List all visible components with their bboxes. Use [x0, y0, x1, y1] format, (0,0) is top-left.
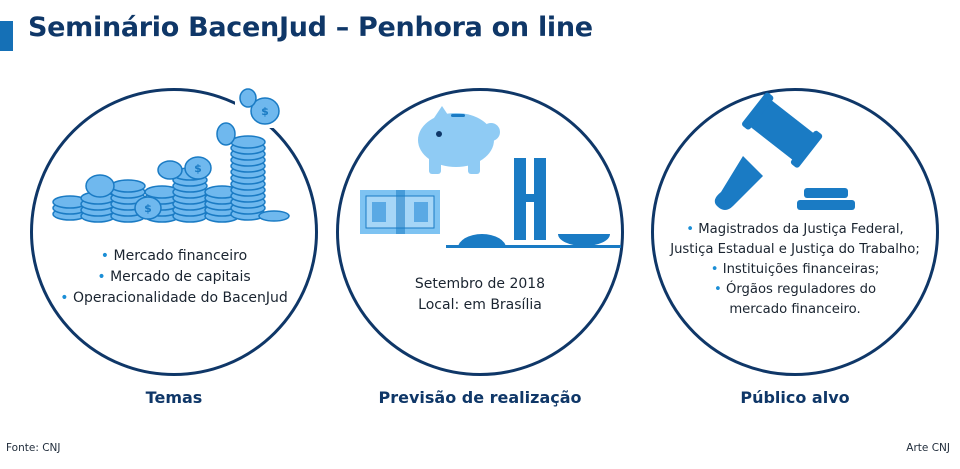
caption-previsao: Previsão de realização	[378, 388, 582, 407]
svg-text:$: $	[194, 162, 202, 175]
list-item: • Instituições financeiras;	[710, 262, 880, 277]
caption-temas: Temas	[145, 388, 203, 407]
caption-publico: Público alvo	[740, 388, 850, 407]
list-item: • Operacionalidade do BacenJud	[60, 290, 288, 306]
date-line: Setembro de 2018	[414, 276, 546, 292]
title-accent-bar	[0, 21, 13, 51]
list-item: • Órgãos reguladores do	[713, 282, 877, 297]
panel-previsao: Setembro de 2018 Local: em Brasília	[336, 88, 624, 376]
list-item: • Magistrados da Justiça Federal,	[686, 222, 904, 237]
list-item: • Mercado financeiro	[100, 248, 248, 264]
footer-source: Fonte: CNJ	[6, 442, 61, 454]
gavel-icon	[714, 92, 855, 210]
money-bills-icon	[360, 190, 440, 234]
list-item-continuation: Justiça Estadual e Justiça do Trabalho;	[670, 242, 920, 257]
list-item-continuation: mercado financeiro.	[729, 302, 861, 317]
piggy-bank-icon	[418, 106, 500, 174]
svg-text:$: $	[144, 202, 152, 215]
panel-circle	[30, 88, 318, 376]
temas-bullets: • Mercado financeiro • Mercado de capita…	[30, 246, 318, 309]
panel-temas: $ $ $ • Mercado financeiro • Mercado de …	[30, 88, 318, 376]
publico-bullets: • Magistrados da Justiça Federal, Justiç…	[651, 220, 939, 320]
coins-icon: $ $ $	[52, 88, 290, 223]
page-title: Seminário BacenJud – Penhora on line	[28, 12, 593, 43]
footer-credit: Arte CNJ	[906, 442, 950, 454]
list-item: • Mercado de capitais	[97, 269, 251, 285]
panel-publico: • Magistrados da Justiça Federal, Justiç…	[651, 88, 939, 376]
svg-text:$: $	[261, 105, 269, 118]
brasilia-congress-icon	[446, 158, 621, 248]
location-line: Local: em Brasília	[418, 297, 542, 313]
previsao-text: Setembro de 2018 Local: em Brasília	[336, 274, 624, 316]
